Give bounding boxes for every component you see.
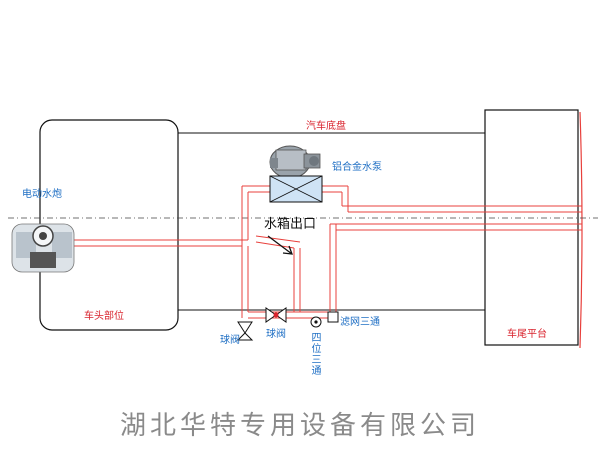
cannon-label: 电动水炮 — [22, 189, 62, 200]
outlet-arrow — [267, 235, 293, 255]
ball-valve-1-label: 球阀 — [220, 335, 240, 346]
ball-valve-1-symbol — [236, 321, 254, 341]
ball-valve-2-label: 球阀 — [266, 329, 286, 340]
water-tank-box — [269, 175, 323, 203]
cab-label: 车头部位 — [84, 311, 124, 322]
company-watermark: 湖北华特专用设备有限公司 — [119, 411, 480, 441]
tail-platform-outline — [484, 109, 579, 346]
filter-tee-label: 滤网三通 — [340, 317, 380, 328]
filter-tee-symbol — [327, 311, 339, 323]
tail-edge — [579, 111, 583, 349]
tail-platform-label: 车尾平台 — [507, 329, 547, 340]
four-way-label: 四位三通 — [309, 332, 320, 376]
pump-label: 铝合金水泵 — [332, 162, 382, 173]
aluminum-pump-image — [269, 145, 321, 179]
electric-water-cannon-image — [11, 223, 75, 273]
ball-valve-2-symbol — [265, 307, 287, 323]
four-way-symbol — [310, 316, 322, 328]
chassis-label: 汽车底盘 — [306, 121, 346, 132]
tank-outlet-label: 水箱出口 — [264, 217, 317, 232]
